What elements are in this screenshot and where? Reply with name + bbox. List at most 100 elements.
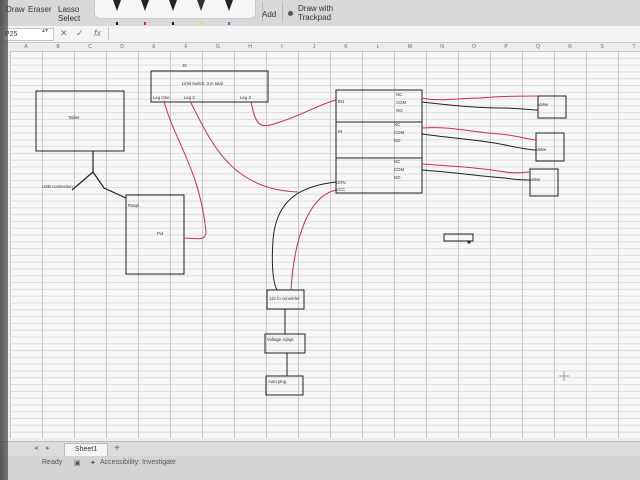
red-wire — [189, 100, 299, 193]
pen-color-swatch — [144, 22, 146, 25]
limit-switch-label: Limit switch, 3 in total — [182, 81, 223, 86]
pen-icon[interactable] — [141, 0, 149, 25]
column-header[interactable]: G — [216, 44, 220, 50]
column-header[interactable]: I — [281, 44, 283, 50]
tablet-label: Tablet — [68, 115, 80, 120]
pen-icon[interactable] — [169, 0, 177, 25]
draw-tool-button[interactable]: Draw — [6, 5, 25, 14]
column-header[interactable]: L — [376, 44, 380, 50]
cell-grid[interactable] — [0, 43, 640, 438]
fill-handle[interactable] — [467, 240, 471, 244]
relay1-com-label: COM — [396, 100, 406, 105]
valve-label: Valve — [536, 147, 547, 152]
relay-gnd-label: GRN — [336, 180, 346, 185]
relay3-com-label: COM — [394, 167, 404, 172]
limit-switch-box[interactable] — [150, 70, 269, 103]
column-header[interactable]: S — [600, 44, 604, 50]
red-wire — [163, 100, 207, 240]
accessibility-icon[interactable]: ✦ — [90, 460, 96, 467]
red-wires — [163, 95, 539, 291]
pen-color-swatch — [172, 22, 174, 25]
next-sheet-icon[interactable]: ▸ — [46, 445, 50, 452]
relay2-no-label: NO — [394, 138, 401, 143]
pen-color-swatch — [228, 22, 230, 25]
usb-cable — [71, 151, 127, 199]
column-header[interactable]: D — [120, 44, 124, 50]
lasso-select-label-2[interactable]: Select — [58, 14, 81, 23]
relay-board-box[interactable] — [335, 89, 423, 194]
close-icon[interactable]: ✕ — [60, 28, 68, 38]
valve-box[interactable] — [537, 95, 567, 119]
plug-box[interactable] — [265, 375, 304, 396]
leg-three-label: Leg 3 — [240, 95, 251, 100]
column-header[interactable]: N — [440, 44, 444, 50]
ready-status: Ready — [42, 459, 63, 466]
valve-label: Valve — [538, 102, 549, 107]
add-pen-button[interactable]: Add — [262, 10, 277, 19]
column-header[interactable]: K — [344, 44, 348, 50]
red-wire — [290, 189, 337, 291]
record-macro-icon[interactable]: ▣ — [74, 460, 81, 467]
column-header-row: ABCDEFGHIJKLMNOPQRSTU — [0, 43, 640, 52]
converter-label: 12v to converter — [269, 296, 300, 301]
check-icon[interactable]: ✓ — [76, 28, 84, 38]
radio-icon[interactable] — [288, 11, 293, 16]
ribbon-divider — [262, 2, 263, 22]
column-header[interactable]: C — [88, 44, 92, 50]
black-wire — [421, 101, 539, 111]
column-header[interactable]: J — [312, 44, 316, 50]
valve-box[interactable] — [535, 132, 565, 162]
relay-in-label: IN — [338, 129, 342, 134]
switch-top-label: JC — [182, 63, 187, 68]
leg-two-label: Leg 2 — [184, 95, 195, 100]
red-wire — [421, 163, 531, 174]
column-header[interactable]: R — [568, 44, 572, 50]
draw-with-trackpad-label-2[interactable]: Trackpad — [298, 13, 332, 22]
draw-with-trackpad-label-1[interactable]: Draw with — [298, 4, 334, 13]
column-header[interactable]: A — [24, 44, 28, 50]
relay3-nc-label: NC — [394, 159, 400, 164]
pen-icon[interactable] — [113, 0, 121, 25]
column-header[interactable]: E — [152, 44, 156, 50]
column-header[interactable]: F — [184, 44, 188, 50]
selected-cell[interactable] — [443, 233, 474, 242]
accessibility-status[interactable]: Accessibility: Investigate — [100, 459, 176, 466]
highlighter-icon[interactable] — [197, 0, 205, 25]
prev-sheet-icon[interactable]: ◂ — [34, 445, 38, 452]
red-wire — [421, 127, 537, 141]
tablet-box[interactable] — [35, 90, 125, 152]
relay-in1-label: IN1 — [338, 99, 345, 104]
column-header[interactable]: Q — [536, 44, 540, 50]
draw-ribbon: Draw Eraser Lasso Select Add Draw with T… — [0, 0, 640, 27]
sheet-tab-bar: ◂ ▸ Sheet1 + — [0, 441, 640, 457]
pen-color-swatch — [116, 22, 118, 25]
tab-sheet1[interactable]: Sheet1 — [64, 443, 108, 457]
column-header[interactable]: H — [248, 44, 252, 50]
relay2-nc-label: NC — [394, 122, 400, 127]
plug-label: Auto plug — [268, 379, 287, 384]
status-bar: Ready ▣ ✦ Accessibility: Investigate — [0, 456, 640, 480]
column-header[interactable]: O — [472, 44, 476, 50]
relay1-nc-label: NC — [396, 92, 402, 97]
crosshair-cursor-icon — [559, 371, 569, 381]
valve-box[interactable] — [529, 168, 559, 197]
red-wire — [250, 99, 337, 127]
column-header[interactable]: B — [56, 44, 60, 50]
pi4-label: Pi4 — [157, 231, 164, 236]
leg-one-label: Leg One — [153, 95, 170, 100]
valve-label: Valve — [530, 177, 541, 182]
relay-vcc-label: VCC — [336, 187, 345, 192]
voltage-adapter-label: Voltage Adapt — [267, 337, 294, 342]
column-header[interactable]: M — [407, 44, 413, 50]
fx-icon[interactable]: fx — [94, 28, 102, 38]
plus-icon[interactable]: + — [114, 443, 120, 454]
lasso-select-label-1[interactable]: Lasso — [58, 5, 80, 14]
raspberry-pi-box[interactable] — [125, 194, 185, 275]
column-header[interactable]: P — [504, 44, 508, 50]
column-header[interactable]: T — [632, 44, 636, 50]
chevron-updown-icon[interactable]: ▴▾ — [42, 28, 49, 34]
pen-icon[interactable] — [225, 0, 233, 25]
eraser-tool-button[interactable]: Eraser — [28, 5, 52, 14]
relay3-no-label: NO — [394, 175, 401, 180]
